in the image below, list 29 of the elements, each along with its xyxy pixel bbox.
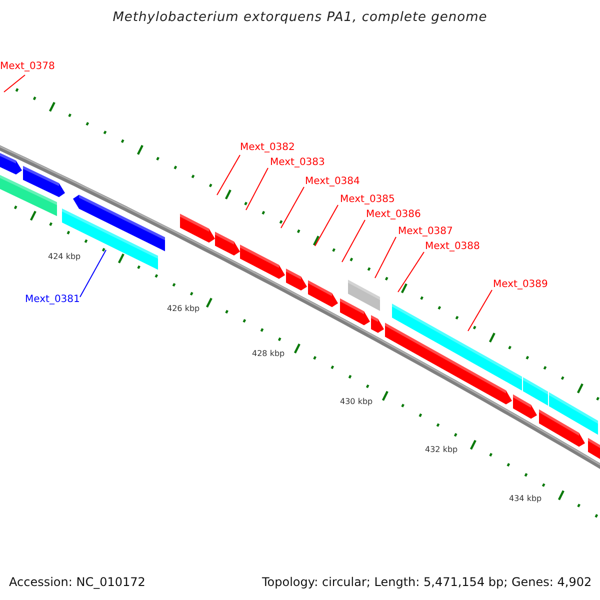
leader-line	[398, 252, 424, 292]
leader-line	[342, 220, 366, 262]
leader-line	[314, 204, 338, 246]
gene-label: Mext_0386	[366, 210, 421, 220]
leader-line	[280, 186, 304, 228]
scale-label: 426 kbp	[167, 305, 200, 313]
leader-line	[468, 290, 492, 332]
scale-label: 434 kbp	[509, 495, 542, 503]
leader-line	[80, 250, 106, 298]
leader-line	[374, 236, 396, 278]
gene-label: Mext_0378	[0, 62, 55, 72]
gene-label: Mext_0381	[25, 295, 80, 305]
gene-label: Mext_0389	[493, 280, 548, 290]
leader-line	[4, 74, 26, 92]
leader-line	[216, 154, 240, 196]
title-text: Methylobacterium extorquens PA1, complete genome	[112, 11, 488, 24]
scale-label: 430 kbp	[340, 398, 373, 406]
scale-label: 432 kbp	[425, 446, 458, 454]
gene-label: Mext_0385	[340, 195, 395, 205]
gene-label: Mext_0384	[305, 177, 360, 187]
scale-label: 424 kbp	[48, 253, 81, 261]
leader-line	[246, 168, 268, 210]
gene-label: Mext_0382	[240, 143, 295, 153]
scale-label: 428 kbp	[252, 350, 285, 358]
gene-label: Mext_0388	[425, 242, 480, 252]
genome-info-text: Topology: circular; Length: 5,471,154 bp; Genes: 4,902	[262, 576, 592, 588]
accession-text: Accession: NC_010172	[9, 576, 146, 588]
gene-label: Mext_0383	[270, 158, 325, 168]
gene-label: Mext_0387	[398, 227, 453, 237]
